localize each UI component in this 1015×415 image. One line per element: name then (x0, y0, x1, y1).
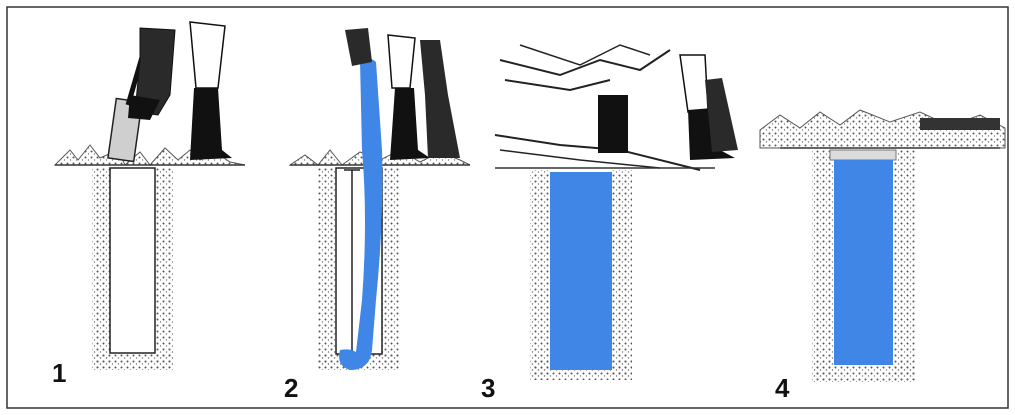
panel-2 (290, 28, 470, 370)
seal-cover (830, 150, 896, 160)
soil-left (92, 168, 110, 368)
branch (520, 45, 650, 65)
digger-boot-right (190, 88, 232, 160)
soil-right (382, 168, 400, 368)
tree-trunk (598, 95, 628, 153)
pit-water (550, 172, 612, 370)
person-body (345, 28, 372, 66)
person-leg (680, 55, 708, 112)
branch (500, 150, 660, 168)
soil-left (318, 168, 336, 368)
step-label-1: 1 (52, 360, 66, 386)
soil-right (893, 150, 915, 380)
soil-left (812, 150, 834, 380)
grass-dark (920, 118, 1000, 130)
soil-right (612, 170, 632, 380)
soil-left (530, 170, 550, 380)
step-label-2: 2 (284, 375, 298, 401)
pit-empty (110, 168, 155, 353)
step-label-4: 4 (775, 375, 789, 401)
panel-3 (495, 45, 738, 380)
pit-water (834, 160, 893, 365)
panel-1 (55, 22, 245, 370)
digger-leg-right (190, 22, 225, 88)
step-label-3: 3 (481, 375, 495, 401)
person-boot (390, 88, 430, 160)
panel-4 (760, 110, 1005, 382)
soil-right (155, 168, 173, 368)
person-leg-back (420, 40, 460, 158)
soil-bottom (92, 352, 173, 370)
branch (505, 80, 610, 90)
person-leg (388, 35, 415, 88)
